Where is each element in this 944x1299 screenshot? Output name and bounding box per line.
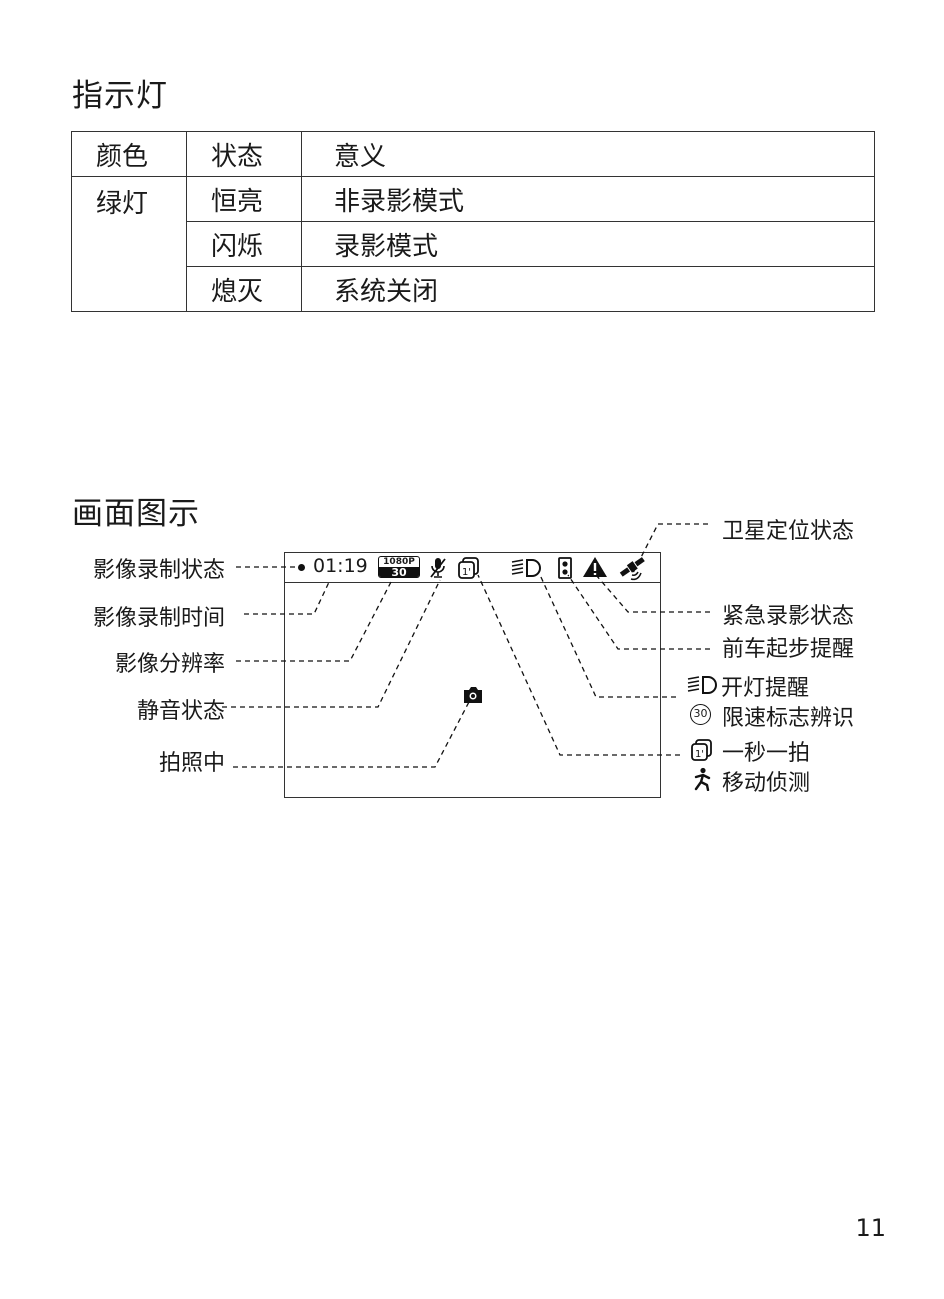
label-one-second-photo: 一秒一拍 xyxy=(722,741,811,766)
dashcam-screen: 01:19 1080P 30 1' xyxy=(284,552,661,798)
one-second-photo-icon: 1' xyxy=(458,557,479,579)
headlight-icon xyxy=(511,559,541,577)
section-title-indicator: 指示灯 xyxy=(72,78,168,114)
resolution-badge: 1080P 30 xyxy=(378,556,420,578)
table-cell-state: 恒亮 xyxy=(186,176,302,222)
table-header: 颜色 xyxy=(71,131,187,177)
table-row: 熄灭 系统关闭 xyxy=(72,266,875,312)
label-speed-sign-recognition: 限速标志辨识 xyxy=(722,706,855,731)
speed-sign-icon: 30 xyxy=(690,704,711,725)
label-gps-status: 卫星定位状态 xyxy=(722,519,855,544)
label-resolution: 影像分辨率 xyxy=(114,652,225,677)
table-header: 意义 xyxy=(301,131,875,177)
table-cell-meaning: 系统关闭 xyxy=(301,266,875,312)
label-emergency-recording: 紧急录影状态 xyxy=(722,604,855,629)
resolution-text: 1080P xyxy=(383,557,415,567)
label-front-car-start: 前车起步提醒 xyxy=(722,637,855,662)
table-cell-meaning: 非录影模式 xyxy=(301,176,875,222)
table-cell-color: 绿灯 xyxy=(71,176,187,312)
svg-text:1': 1' xyxy=(462,567,471,578)
motion-detect-icon xyxy=(694,767,711,791)
camera-icon xyxy=(464,687,482,703)
recording-dot-icon xyxy=(298,564,305,571)
table-cell-meaning: 录影模式 xyxy=(301,221,875,267)
table-row: 绿灯 恒亮 非录影模式 xyxy=(71,176,875,312)
label-photo-taking: 拍照中 xyxy=(158,751,225,776)
label-headlight-reminder: 开灯提醒 xyxy=(721,676,810,701)
table-cell-state: 闪烁 xyxy=(186,221,302,267)
svg-text:1': 1' xyxy=(695,749,704,760)
front-car-icon xyxy=(558,557,572,579)
label-motion-detection: 移动侦测 xyxy=(722,771,811,796)
mute-mic-icon xyxy=(430,558,446,578)
label-recording-status: 影像录制状态 xyxy=(92,558,225,583)
table-cell-state: 熄灭 xyxy=(186,266,302,312)
section-title-screen: 画面图示 xyxy=(72,496,200,532)
one-second-photo-icon: 1' xyxy=(691,739,712,761)
fps-text: 30 xyxy=(379,567,419,577)
indicator-table: 颜色 状态 意义 绿灯 恒亮 非录影模式 闪烁 录影模式 熄灭 系统关闭 xyxy=(71,131,875,312)
status-bar: 01:19 1080P 30 1' xyxy=(285,553,660,583)
page-number: 11 xyxy=(855,1214,886,1242)
recording-time: 01:19 xyxy=(313,555,368,577)
label-recording-time: 影像录制时间 xyxy=(92,606,225,631)
label-mute-status: 静音状态 xyxy=(136,699,225,724)
warning-triangle-icon xyxy=(583,557,607,577)
table-row: 闪烁 录影模式 xyxy=(72,221,875,267)
headlight-icon xyxy=(687,676,717,694)
